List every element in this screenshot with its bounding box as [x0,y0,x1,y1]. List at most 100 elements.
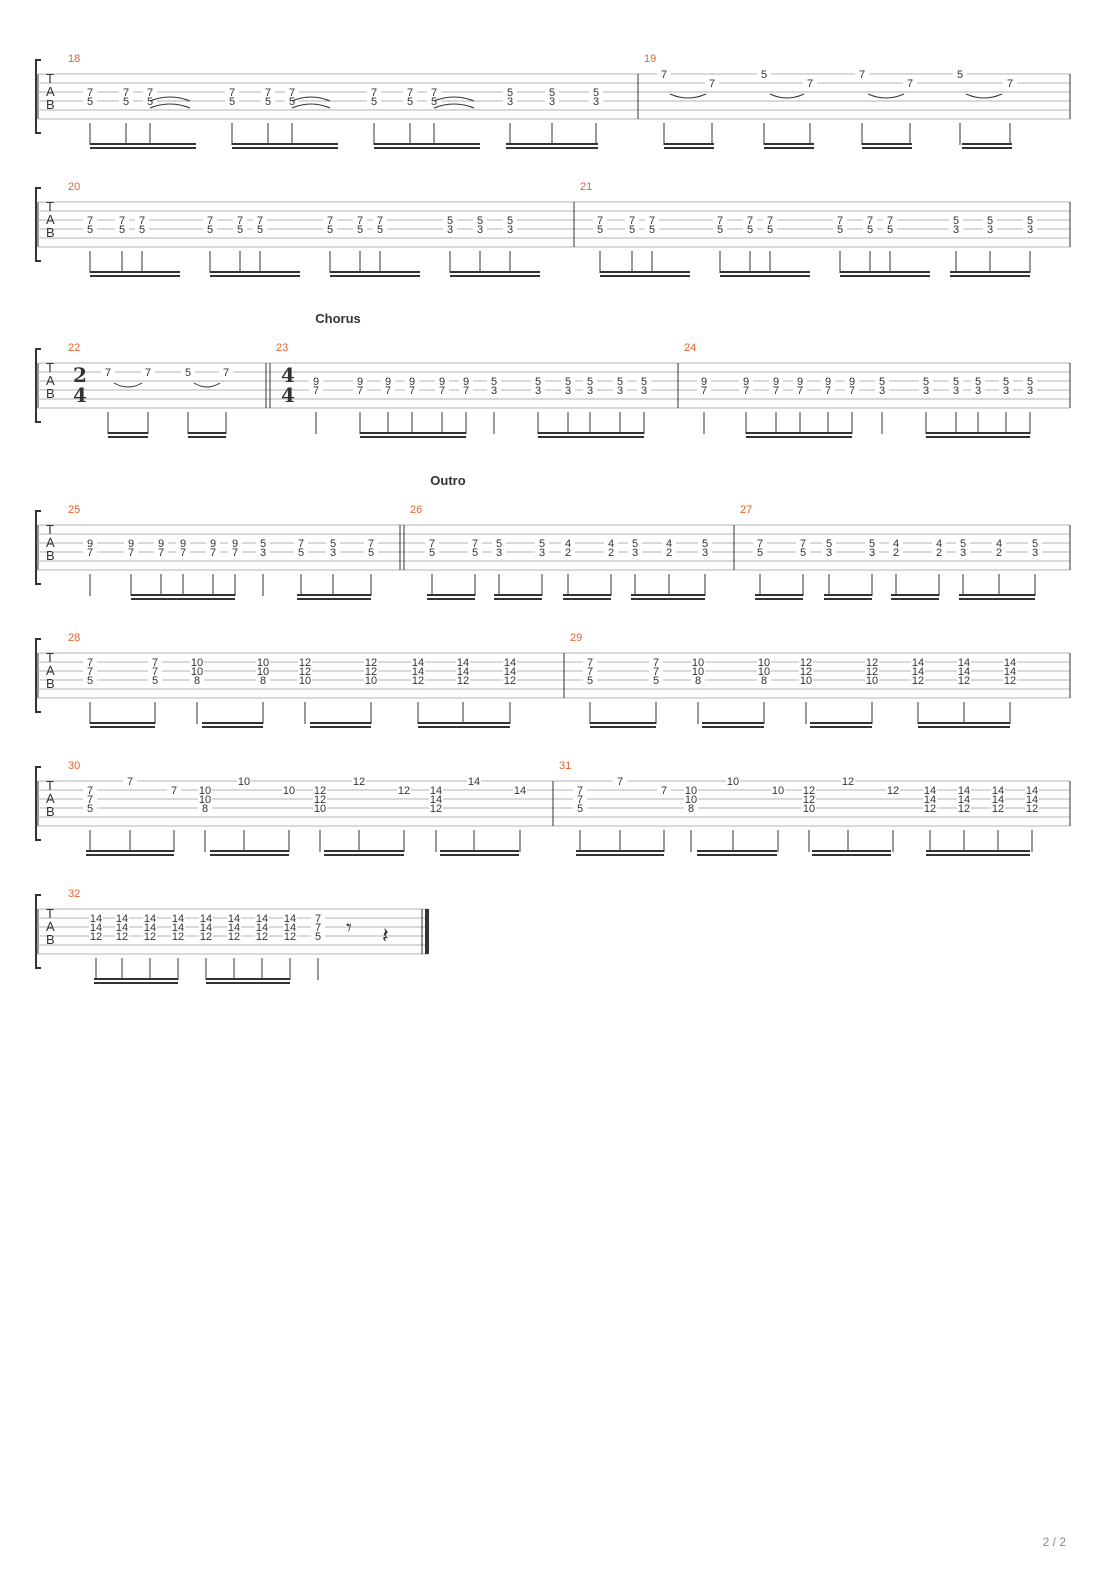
beam [720,275,810,277]
tab-system: TAB2877577510108101081212101212101414121… [35,632,1071,728]
fret-mask [932,547,946,557]
final-bar-thick [425,909,429,954]
fret-number: 7 [357,215,363,227]
beam [810,722,872,724]
fret-mask [124,547,138,557]
fret-number: 5 [185,367,191,379]
fret-mask [411,657,425,667]
fret-number: 7 [87,215,93,227]
beam [90,147,196,149]
fret-mask [771,785,785,795]
tab-clef-t: T [46,199,54,214]
fret-mask [233,224,247,234]
fret-mask [294,547,308,557]
fret-mask [793,385,807,395]
tab-clef-b: B [46,97,55,112]
fret-number: 7 [87,666,93,678]
fret-mask [763,224,777,234]
fret-number: 7 [223,367,229,379]
slur [769,93,805,99]
fret-mask [115,931,129,941]
fret-mask [283,913,297,923]
fret-mask [456,666,470,676]
fret-number: 5 [371,96,377,108]
tie [433,96,475,102]
fret-mask [697,376,711,386]
fret-mask [227,931,241,941]
fret-number: 3 [260,547,266,559]
fret-mask [429,794,443,804]
fret-number: 7 [577,785,583,797]
fret-mask [206,547,220,557]
fret-mask [999,376,1013,386]
fret-number: 9 [825,376,831,388]
beam [210,271,300,273]
fret-mask [991,794,1005,804]
measure-number: 24 [684,342,696,354]
fret-mask [1003,666,1017,676]
fret-mask [932,538,946,548]
fret-mask [326,547,340,557]
fret-mask [313,794,327,804]
page-number: 2 / 2 [1042,1535,1066,1549]
fret-number: 3 [507,96,513,108]
fret-number: 3 [535,385,541,397]
fret-mask [911,666,925,676]
fret-mask [83,547,97,557]
fret-mask [865,538,879,548]
fret-mask [796,538,810,548]
tab-clef-b: B [46,804,55,819]
fret-mask [503,657,517,667]
system-bracket [35,348,41,423]
beam [926,854,1030,856]
fret-number: 9 [158,538,164,550]
fret-number: 3 [1003,385,1009,397]
fret-mask [822,538,836,548]
fret-number: 10 [727,776,739,788]
fret-mask [198,794,212,804]
beam [755,598,803,600]
fret-mask [855,69,869,79]
beam [90,271,180,273]
fret-number: 3 [507,224,513,236]
tab-system: TAB2075757575757575757553535321757575757… [35,181,1071,277]
fret-mask [473,215,487,225]
fret-number: 2 [936,547,942,559]
fret-mask [309,376,323,386]
fret-number: 3 [879,385,885,397]
fret-mask [613,385,627,395]
fret-number: 5 [953,215,959,227]
fret-number: 7 [87,547,93,559]
fret-number: 7 [661,69,667,81]
fret-mask [662,547,676,557]
fret-mask [181,367,195,377]
fret-number: 10 [314,803,326,815]
beam [563,598,611,600]
fret-number: 5 [507,87,513,99]
fret-number: 7 [105,367,111,379]
fret-number: 12 [958,675,970,687]
fret-mask [875,385,889,395]
fret-number: 7 [701,385,707,397]
fret-number: 5 [491,376,497,388]
fret-mask [154,547,168,557]
beam [297,594,371,596]
fret-number: 9 [849,376,855,388]
fret-number: 3 [617,385,623,397]
beam [360,432,466,434]
fret-mask [148,657,162,667]
fret-mask [713,224,727,234]
fret-number: 5 [539,538,545,550]
fret-number: 8 [194,675,200,687]
beam [108,432,148,434]
tab-clef-t: T [46,522,54,537]
fret-mask [135,215,149,225]
slur [965,93,1003,99]
fret-mask [503,215,517,225]
fret-number: 3 [1027,224,1033,236]
beam [494,594,542,596]
eighth-rest-icon: 𝄾 [346,916,352,941]
fret-mask [583,657,597,667]
fret-mask [313,785,327,795]
beam [310,726,371,728]
